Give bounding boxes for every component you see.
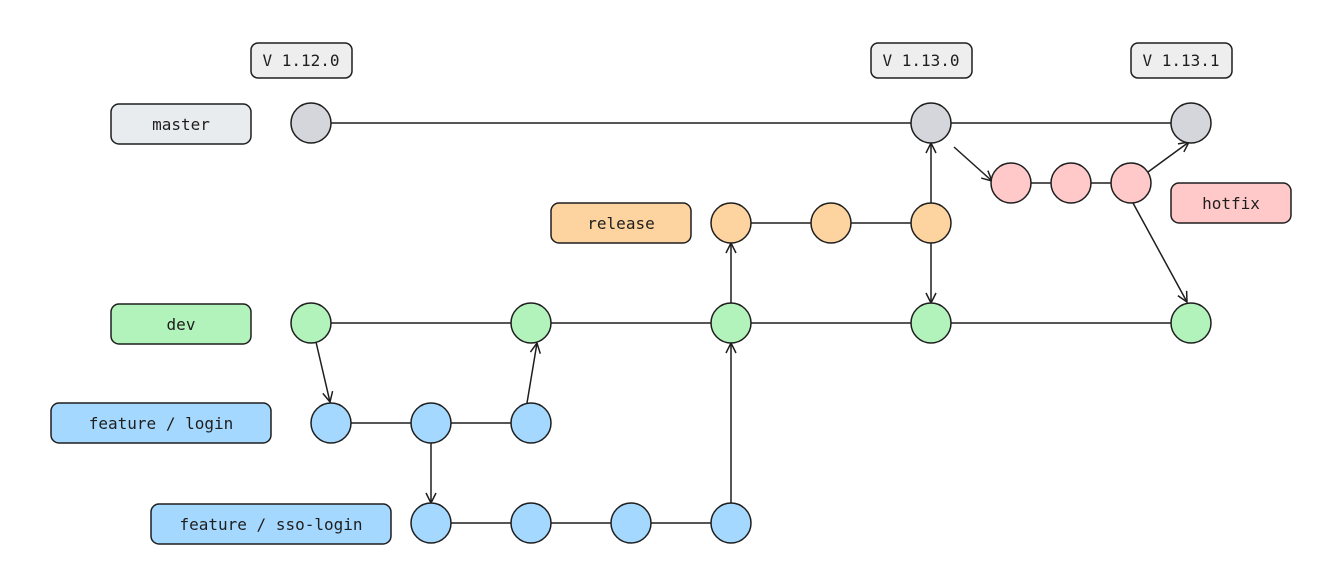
branch-label-text: dev: [167, 315, 196, 334]
branch-label-text: hotfix: [1202, 194, 1260, 213]
commit-node: [710, 502, 752, 544]
commit-node: [990, 162, 1032, 204]
version-tag-1-13-1: V 1.13.1: [1130, 42, 1233, 79]
commit-node: [1050, 162, 1092, 204]
version-tag-label: V 1.12.0: [262, 51, 339, 70]
commit-node: [510, 502, 552, 544]
commit-node: [410, 402, 452, 444]
branch-arrow: [315, 341, 330, 402]
merge-arrow: [526, 343, 537, 404]
master-commits: [290, 102, 1212, 144]
branch-label-hotfix: hotfix: [1170, 182, 1292, 224]
merge-arrow: [1147, 142, 1189, 173]
version-tag-1-12-0: V 1.12.0: [250, 42, 353, 79]
merge-arrow: [1132, 202, 1187, 302]
dev-commits: [290, 302, 1212, 344]
commit-node: [510, 302, 552, 344]
version-tag-1-13-0: V 1.13.0: [870, 42, 973, 79]
branch-label-feature-sso-login: feature / sso-login: [150, 503, 392, 545]
commit-node: [710, 202, 752, 244]
commit-node: [290, 302, 332, 344]
commit-node: [910, 102, 952, 144]
version-tag-label: V 1.13.1: [1142, 51, 1219, 70]
commit-node: [310, 402, 352, 444]
commit-node: [910, 202, 952, 244]
release-commits: [710, 202, 952, 244]
version-tag-label: V 1.13.0: [882, 51, 959, 70]
branch-label-text: feature / sso-login: [179, 515, 362, 534]
commit-node: [910, 302, 952, 344]
branch-label-dev: dev: [110, 303, 252, 345]
branch-label-text: master: [152, 115, 210, 134]
feature-login-commits: [310, 402, 552, 444]
commit-node: [290, 102, 332, 144]
commit-node: [1170, 102, 1212, 144]
merge-arrows: [315, 142, 1189, 503]
branch-label-feature-login: feature / login: [50, 402, 272, 444]
commit-node: [1170, 302, 1212, 344]
branch-label-master: master: [110, 103, 252, 145]
branch-arrow: [953, 146, 992, 181]
branch-label-release: release: [550, 202, 692, 244]
feature-sso-commits: [410, 502, 752, 544]
commit-node: [710, 302, 752, 344]
commit-node: [510, 402, 552, 444]
branch-label-text: feature / login: [89, 414, 234, 433]
commit-node: [810, 202, 852, 244]
branch-lines: [331, 122, 1171, 524]
hotfix-commits: [990, 162, 1152, 204]
commit-node: [1110, 162, 1152, 204]
commit-node: [410, 502, 452, 544]
commit-node: [610, 502, 652, 544]
branch-label-text: release: [587, 214, 654, 233]
